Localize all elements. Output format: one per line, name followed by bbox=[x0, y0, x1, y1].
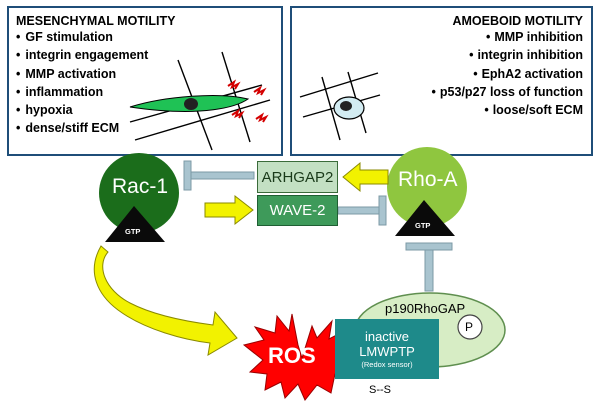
amoeboid-title: AMOEBOID MOTILITY bbox=[452, 14, 583, 28]
gtp-triangle-right bbox=[395, 200, 455, 236]
wave2-inhibits-rhoa bbox=[337, 195, 387, 226]
mesenchymal-list: GF stimulation integrin engagement MMP a… bbox=[16, 28, 281, 138]
ros-label: ROS bbox=[268, 343, 316, 368]
mesenchymal-item: hypoxia bbox=[16, 101, 281, 119]
lmwptp-line1: inactive bbox=[364, 328, 410, 344]
mesenchymal-title: MESENCHYMAL MOTILITY bbox=[16, 14, 176, 28]
arhgap2-box: ARHGAP2 bbox=[257, 161, 338, 193]
arhgap2-label: ARHGAP2 bbox=[261, 168, 334, 186]
mesenchymal-cell-illustration bbox=[129, 51, 271, 151]
lmwptp-box: inactive LMWPTP (Redox sensor) bbox=[335, 319, 439, 379]
gtp-label-right: GTP bbox=[415, 221, 431, 230]
amoeboid-item: EphA2 activation bbox=[292, 65, 583, 83]
amoeboid-item: loose/soft ECM bbox=[292, 101, 583, 119]
amoeboid-item: MMP inhibition bbox=[292, 28, 583, 46]
phospho-circle bbox=[457, 314, 483, 340]
gtp-label-left: GTP bbox=[125, 227, 141, 236]
wave2-label: WAVE-2 bbox=[269, 202, 326, 219]
amoeboid-item: p53/p27 loss of function bbox=[292, 83, 583, 101]
arhgap2-inhibits-rac1 bbox=[183, 160, 255, 191]
disulfide-label: S--S bbox=[369, 384, 391, 396]
lmwptp-line3: (Redox sensor) bbox=[361, 359, 413, 369]
p190-inhibits-rhoa bbox=[405, 242, 453, 292]
ros-starburst bbox=[242, 313, 355, 401]
p190-label: p190RhoGAP bbox=[385, 301, 466, 316]
amoeboid-panel: AMOEBOID MOTILITY MMP inhibition integri… bbox=[290, 6, 593, 156]
amoeboid-list: MMP inhibition integrin inhibition EphA2… bbox=[292, 28, 583, 119]
mesenchymal-item: GF stimulation bbox=[16, 28, 281, 46]
rhoa-label: Rho-A bbox=[398, 168, 458, 191]
rhoa-to-arhgap2-arrow bbox=[342, 161, 389, 193]
amoeboid-item: integrin inhibition bbox=[292, 46, 583, 64]
rac1-to-wave2-arrow bbox=[204, 194, 254, 226]
mesenchymal-item: inflammation bbox=[16, 83, 281, 101]
mesenchymal-item: integrin engagement bbox=[16, 46, 281, 64]
rac1-to-ros-arrow bbox=[93, 245, 238, 356]
gtp-triangle-left bbox=[105, 206, 165, 242]
lmwptp-line2: LMWPTP bbox=[359, 343, 415, 359]
rac1-label: Rac-1 bbox=[112, 175, 169, 198]
mesenchymal-panel: MESENCHYMAL MOTILITY GF stimulation inte… bbox=[7, 6, 283, 156]
mesenchymal-item: MMP activation bbox=[16, 65, 281, 83]
phospho-label: P bbox=[465, 320, 474, 334]
rhoa-circle bbox=[387, 147, 467, 227]
amoeboid-cell-illustration bbox=[299, 71, 381, 141]
wave2-box: WAVE-2 bbox=[257, 195, 338, 226]
mesenchymal-item: dense/stiff ECM bbox=[16, 119, 281, 137]
rac1-circle bbox=[99, 153, 179, 233]
